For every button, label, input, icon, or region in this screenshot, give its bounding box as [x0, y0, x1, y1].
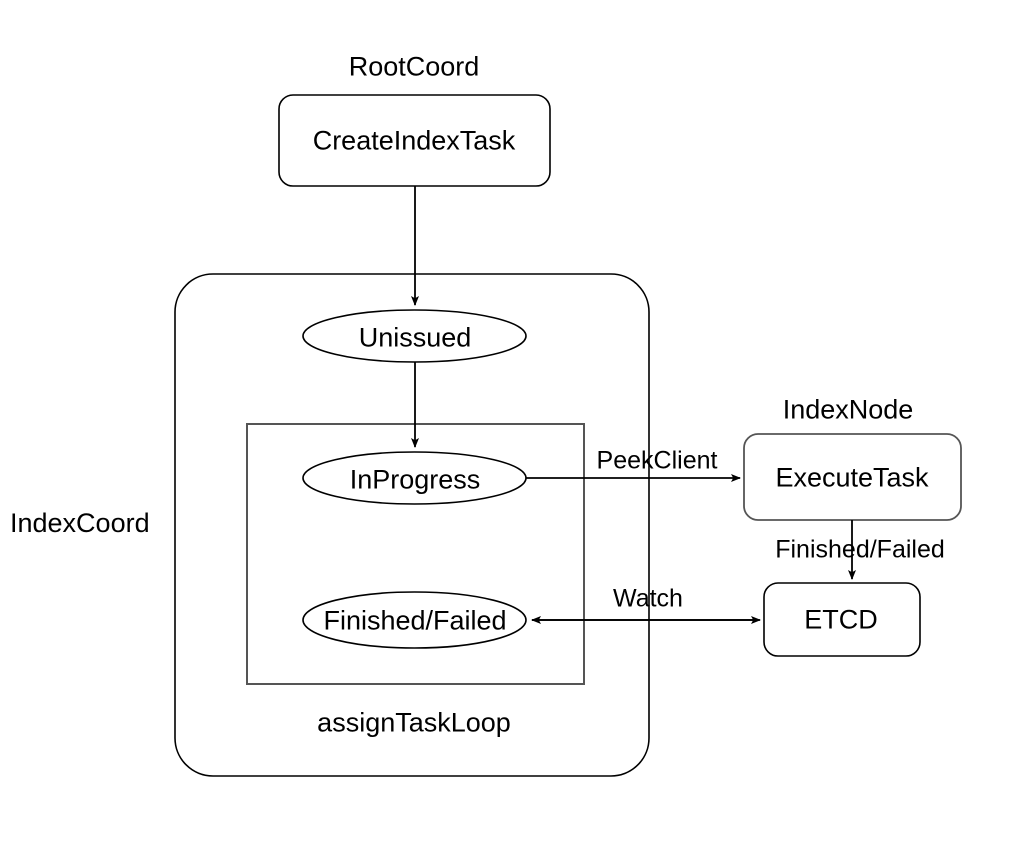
- node-etcd-shape[interactable]: [763, 582, 921, 657]
- edge-label-watch: Watch: [613, 584, 683, 613]
- group-label-root-coord: RootCoord: [348, 51, 480, 82]
- node-label-in-progress[interactable]: InProgress: [349, 464, 481, 495]
- node-label-create-index-task[interactable]: CreateIndexTask: [312, 125, 516, 156]
- group-label-index-coord: IndexCoord: [10, 508, 150, 538]
- group-label-assign-task-loop: assignTaskLoop: [317, 707, 511, 738]
- node-label-finished-failed[interactable]: Finished/Failed: [323, 605, 507, 636]
- node-label-unissued[interactable]: Unissued: [358, 322, 472, 353]
- group-index-coord-boundary: [174, 273, 650, 777]
- node-label-etcd[interactable]: ETCD: [804, 604, 878, 635]
- node-label-execute-task[interactable]: ExecuteTask: [775, 462, 929, 493]
- edge-label-peek-client: PeekClient: [596, 446, 718, 475]
- edge-label-finished-failed: Finished/Failed: [775, 535, 945, 564]
- group-label-index-node: IndexNode: [782, 394, 914, 425]
- node-finished-failed-shape[interactable]: [302, 591, 527, 649]
